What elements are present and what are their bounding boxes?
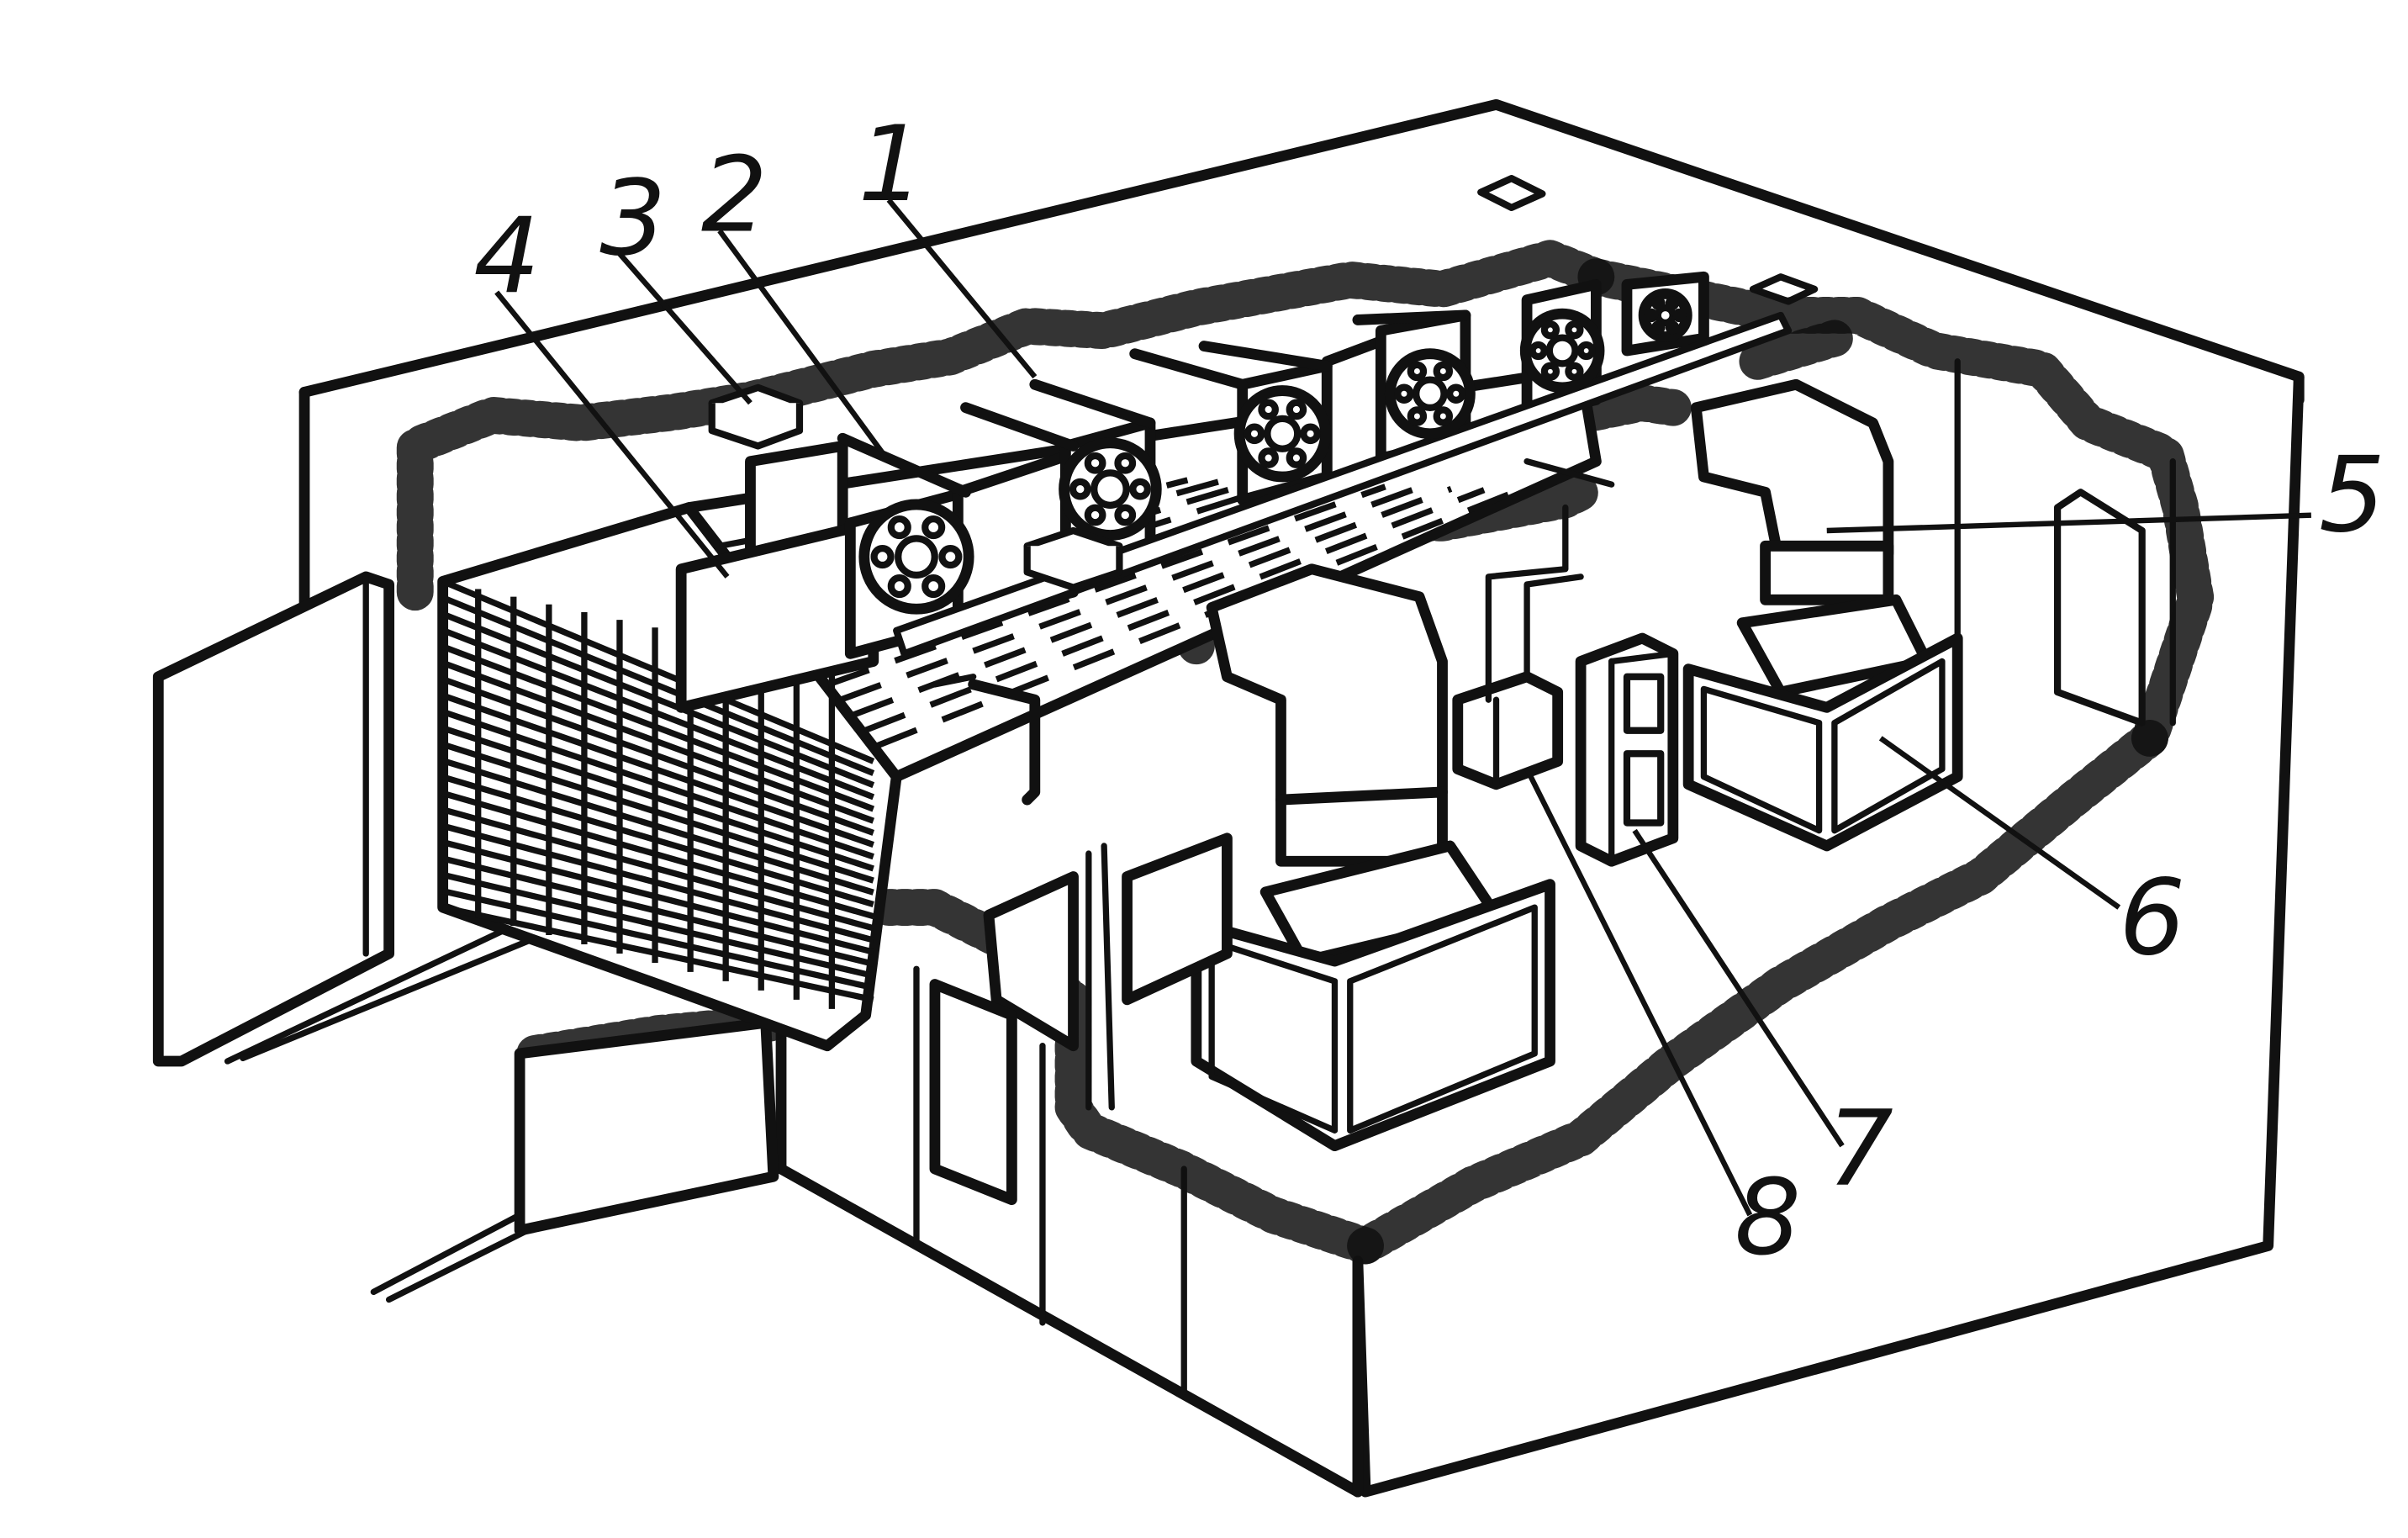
cargo-top-streak xyxy=(826,484,1386,688)
air-handling-unit-left xyxy=(1191,563,1555,1152)
cooler-fan-icon xyxy=(1638,288,1692,342)
cargo-top-streak xyxy=(839,484,1420,703)
air-handling-unit-right xyxy=(1682,378,1963,852)
building-shell xyxy=(298,98,2305,1498)
callout-5: 5 xyxy=(2319,435,2385,556)
callout-6: 6 xyxy=(2119,858,2185,979)
cargo-top-streak xyxy=(875,488,1518,749)
cooler-fan-icon xyxy=(1519,308,1605,394)
ceiling-vent xyxy=(708,383,1123,591)
cooler-fan-icon xyxy=(1384,348,1476,440)
cooler-fan-icon xyxy=(858,499,974,615)
callout-3: 3 xyxy=(599,158,666,279)
front-door xyxy=(370,1017,779,1303)
interior-partition xyxy=(929,489,2146,1206)
left-door xyxy=(152,571,539,1067)
callout-8: 8 xyxy=(1735,1158,1801,1279)
callout-labels: 1 2 3 4 5 6 7 8 xyxy=(473,104,2385,1279)
junction-box xyxy=(1452,504,1584,790)
control-panel xyxy=(1575,632,1679,867)
callout-1: 1 xyxy=(858,104,924,225)
leader-lines xyxy=(494,198,2311,1217)
callout-2: 2 xyxy=(701,135,768,256)
cooler-fan-icon xyxy=(1059,437,1162,541)
cargo-top-streak xyxy=(863,487,1486,734)
piping xyxy=(932,458,1615,806)
callout-4: 4 xyxy=(473,197,540,318)
cooler-fan-icon xyxy=(1233,385,1331,483)
callout-7: 7 xyxy=(1827,1088,1893,1209)
cargo-top-streak xyxy=(851,485,1453,718)
